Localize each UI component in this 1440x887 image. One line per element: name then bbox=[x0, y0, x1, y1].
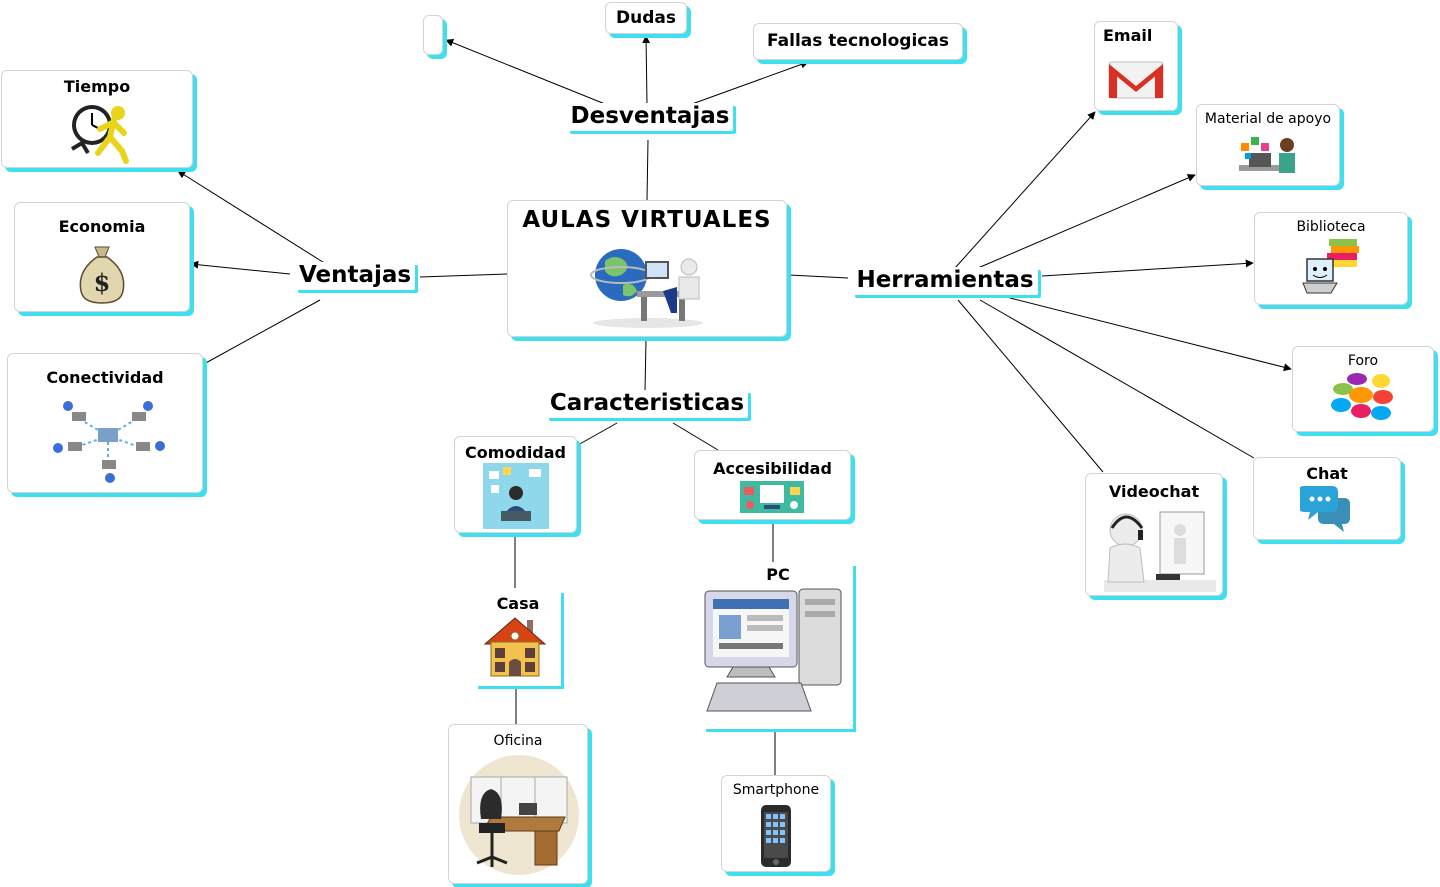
study-person-icon bbox=[1239, 137, 1295, 173]
casa-label: Casa bbox=[496, 594, 540, 613]
chat-node[interactable]: Chat bbox=[1253, 457, 1401, 540]
link-ventajas-tiempo bbox=[177, 170, 327, 265]
web-access-icon bbox=[740, 481, 804, 513]
link-central-desventajas bbox=[646, 139, 649, 201]
link-caracteristicas-comodidad bbox=[577, 422, 618, 446]
link-desventajas-dudas bbox=[642, 35, 651, 105]
biblioteca-node[interactable]: Biblioteca bbox=[1254, 212, 1408, 305]
svg-text:$: $ bbox=[94, 268, 111, 297]
link-herramientas-material bbox=[977, 174, 1196, 269]
dudas-node[interactable]: Dudas bbox=[605, 2, 687, 34]
money-bag-icon: $ bbox=[79, 246, 125, 304]
conectividad-node[interactable]: Conectividad bbox=[7, 353, 203, 493]
link-desventajas-fallas bbox=[691, 60, 809, 105]
link-herramientas-videochat bbox=[957, 299, 1104, 473]
email-label: Email bbox=[1103, 26, 1153, 45]
chat-label: Chat bbox=[1306, 464, 1348, 483]
videochat-label: Videochat bbox=[1108, 482, 1200, 501]
material-node[interactable]: Material de apoyo bbox=[1196, 104, 1340, 186]
smartphone-label: Smartphone bbox=[732, 782, 820, 798]
gmail-icon bbox=[1108, 61, 1164, 99]
laptop-books-icon bbox=[1302, 239, 1359, 294]
desktop-computer-icon bbox=[704, 588, 842, 712]
smartphone-icon bbox=[761, 805, 791, 867]
economia-node[interactable]: Economia $ bbox=[14, 202, 190, 312]
link-herramientas-email bbox=[954, 111, 1096, 269]
branch-ventajas-label: Ventajas bbox=[294, 262, 416, 290]
fallas-node[interactable]: Fallas tecnologicas bbox=[753, 23, 963, 60]
globe-computer-icon bbox=[590, 249, 703, 328]
link-herramientas-biblioteca bbox=[1041, 259, 1254, 277]
pc-node[interactable]: PC bbox=[703, 563, 853, 729]
branch-desventajas-label: Desventajas bbox=[566, 103, 734, 131]
economia-label: Economia bbox=[58, 217, 146, 236]
central-title: AULAS VIRTUALES bbox=[522, 207, 772, 233]
branch-herramientas[interactable]: Herramientas bbox=[846, 267, 1044, 305]
branch-caracteristicas[interactable]: Caracteristicas bbox=[540, 390, 754, 428]
clock-runner-icon bbox=[70, 105, 129, 164]
link-herramientas-chat bbox=[979, 299, 1255, 459]
link-desventajas-empty bbox=[445, 38, 606, 105]
speech-bubbles-icon bbox=[1331, 373, 1393, 420]
pc-label: PC bbox=[766, 565, 790, 584]
biblioteca-label: Biblioteca bbox=[1296, 219, 1366, 235]
comodidad-label: Comodidad bbox=[464, 443, 567, 462]
fallas-label: Fallas tecnologicas bbox=[767, 31, 949, 51]
accesibilidad-label: Accesibilidad bbox=[713, 459, 832, 478]
network-icon bbox=[53, 401, 165, 483]
branch-desventajas[interactable]: Desventajas bbox=[560, 103, 740, 141]
email-node[interactable]: Email bbox=[1094, 21, 1178, 111]
branch-ventajas[interactable]: Ventajas bbox=[288, 262, 422, 300]
tiempo-label: Tiempo bbox=[63, 77, 131, 96]
casa-node[interactable]: Casa bbox=[475, 590, 561, 686]
branch-herramientas-label: Herramientas bbox=[852, 267, 1038, 295]
foro-label: Foro bbox=[1347, 353, 1379, 369]
comodidad-node[interactable]: Comodidad bbox=[454, 436, 577, 533]
conectividad-label: Conectividad bbox=[46, 368, 164, 387]
online-learner-icon bbox=[483, 463, 549, 529]
empty-node[interactable] bbox=[423, 15, 443, 55]
foro-node[interactable]: Foro bbox=[1292, 346, 1434, 432]
link-central-herramientas bbox=[788, 274, 849, 279]
chat-bubble-icon bbox=[1300, 486, 1350, 532]
link-central-caracteristicas bbox=[644, 338, 647, 392]
accesibilidad-node[interactable]: Accesibilidad bbox=[694, 450, 851, 520]
videochat-person-icon bbox=[1104, 511, 1216, 592]
dudas-label: Dudas bbox=[616, 8, 676, 28]
smartphone-node[interactable]: Smartphone bbox=[721, 775, 831, 872]
link-caracteristicas-accesibilidad bbox=[672, 422, 719, 451]
tiempo-node[interactable]: Tiempo bbox=[1, 70, 193, 168]
oficina-label: Oficina bbox=[493, 733, 543, 749]
link-central-ventajas bbox=[419, 273, 508, 278]
office-desk-icon bbox=[459, 755, 579, 875]
oficina-node[interactable]: Oficina bbox=[448, 724, 588, 884]
link-ventajas-conectividad bbox=[203, 299, 321, 365]
link-herramientas-foro bbox=[1009, 297, 1292, 372]
branch-caracteristicas-label: Caracteristicas bbox=[545, 390, 749, 418]
material-label: Material de apoyo bbox=[1204, 111, 1332, 127]
house-icon bbox=[483, 617, 547, 677]
central-node[interactable]: AULAS VIRTUALES bbox=[507, 200, 787, 337]
videochat-node[interactable]: Videochat bbox=[1085, 473, 1223, 596]
link-ventajas-economia bbox=[190, 260, 291, 275]
